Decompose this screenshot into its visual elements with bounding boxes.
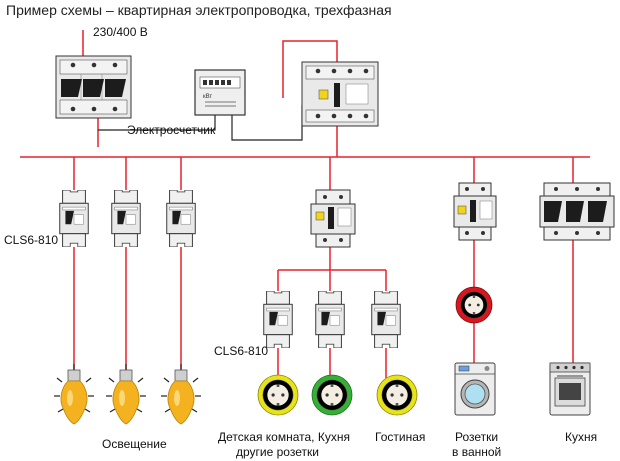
lighting-breaker-1 <box>59 190 89 247</box>
main-rcd-icon <box>301 61 379 127</box>
lighting-breaker-2 <box>111 190 141 247</box>
socket-breaker-1 <box>263 291 293 348</box>
socket-breaker-3 <box>371 291 401 348</box>
socket-rcd-icon <box>310 189 356 248</box>
lighting-breaker-3 <box>166 190 196 247</box>
cls-label-bottom: CLS6-810 <box>214 344 269 358</box>
bulb-icon-3 <box>161 364 201 425</box>
outlet-icon-living <box>376 374 418 416</box>
voltage-label: 230/400 В <box>93 25 148 39</box>
socket-breaker-2 <box>315 291 345 348</box>
outlet-icon-other <box>311 374 353 416</box>
kids-room-label: Детская комната, Кухня <box>218 430 350 444</box>
phase-wires <box>20 30 590 378</box>
outlet-icon-kids <box>257 374 299 416</box>
bath-rcd-icon <box>453 182 497 241</box>
washing-machine-icon <box>454 362 496 416</box>
kitchen-label: Кухня <box>565 430 598 444</box>
kitchen-breaker-icon <box>539 182 615 241</box>
cls-label-top: CLS6-810 <box>4 233 59 247</box>
meter-icon: кВт <box>194 69 246 116</box>
main-breaker-icon <box>55 55 132 119</box>
bath-outlets-label-2: в ванной <box>452 445 502 459</box>
living-room-label: Гостиная <box>375 430 426 444</box>
other-outlets-label: другие розетки <box>236 445 319 459</box>
bath-outlets-label-1: Розетки <box>455 430 499 444</box>
meter-label: Электросчетчик <box>127 123 216 137</box>
bulb-icon-1 <box>54 364 94 425</box>
bulb-icon-2 <box>106 364 146 425</box>
diagram-title: Пример схемы – квартирная электропроводк… <box>6 2 392 18</box>
outlet-icon-bath <box>455 286 493 324</box>
lighting-label: Освещение <box>102 437 167 451</box>
meter-face-text: кВт <box>203 94 212 100</box>
stove-icon <box>549 362 591 416</box>
